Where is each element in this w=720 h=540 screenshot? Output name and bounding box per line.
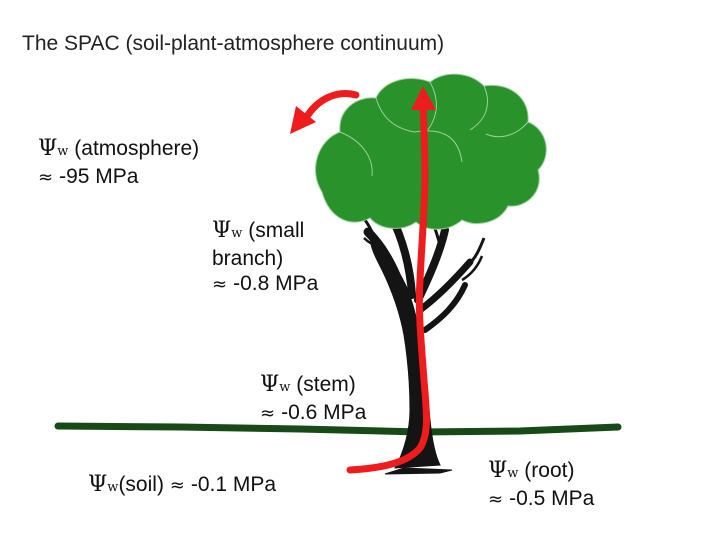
- tree-canopy: [315, 73, 547, 230]
- approx-symbol: ≈: [212, 274, 228, 295]
- subscript-w: w: [279, 380, 291, 395]
- subscript-w: w: [57, 144, 69, 159]
- approx-symbol: ≈: [169, 475, 185, 496]
- small-branch-name-line2: branch): [212, 247, 284, 270]
- root-label: Ψw (root) ≈-0.5 MPa: [488, 458, 594, 512]
- soil-label: Ψw(soil) ≈-0.1 MPa: [88, 472, 276, 500]
- subscript-w: w: [231, 226, 243, 241]
- subscript-w: w: [107, 480, 119, 495]
- root-value: -0.5 MPa: [509, 487, 595, 510]
- psi-symbol: Ψ: [260, 372, 280, 397]
- small-branch-name-line1: (small: [248, 219, 305, 242]
- approx-symbol: ≈: [38, 167, 54, 188]
- soil-name: (soil): [118, 473, 164, 496]
- small-branch-value: -0.8 MPa: [233, 272, 319, 295]
- atmosphere-value: -95 MPa: [59, 165, 139, 188]
- atmosphere-name: (atmosphere): [74, 137, 200, 160]
- subscript-w: w: [507, 466, 519, 481]
- psi-symbol: Ψ: [488, 458, 508, 483]
- soil-value: -0.1 MPa: [190, 473, 277, 496]
- psi-symbol: Ψ: [38, 136, 58, 161]
- psi-symbol: Ψ: [88, 472, 108, 497]
- stem-name: (stem): [296, 373, 356, 396]
- water-flow-arrow: [290, 86, 436, 474]
- atmosphere-label: Ψw (atmosphere) ≈-95 MPa: [38, 136, 199, 190]
- stem-value: -0.6 MPa: [281, 401, 367, 424]
- stem-label: Ψw (stem) ≈-0.6 MPa: [260, 372, 366, 426]
- diagram-title: The SPAC (soil-plant-atmosphere continuu…: [22, 32, 445, 55]
- small-branch-label: Ψw (small branch) ≈-0.8 MPa: [212, 218, 318, 297]
- approx-symbol: ≈: [488, 489, 504, 510]
- approx-symbol: ≈: [260, 403, 276, 424]
- ground-line: [54, 422, 622, 436]
- psi-symbol: Ψ: [212, 218, 232, 243]
- root-name: (root): [524, 459, 575, 482]
